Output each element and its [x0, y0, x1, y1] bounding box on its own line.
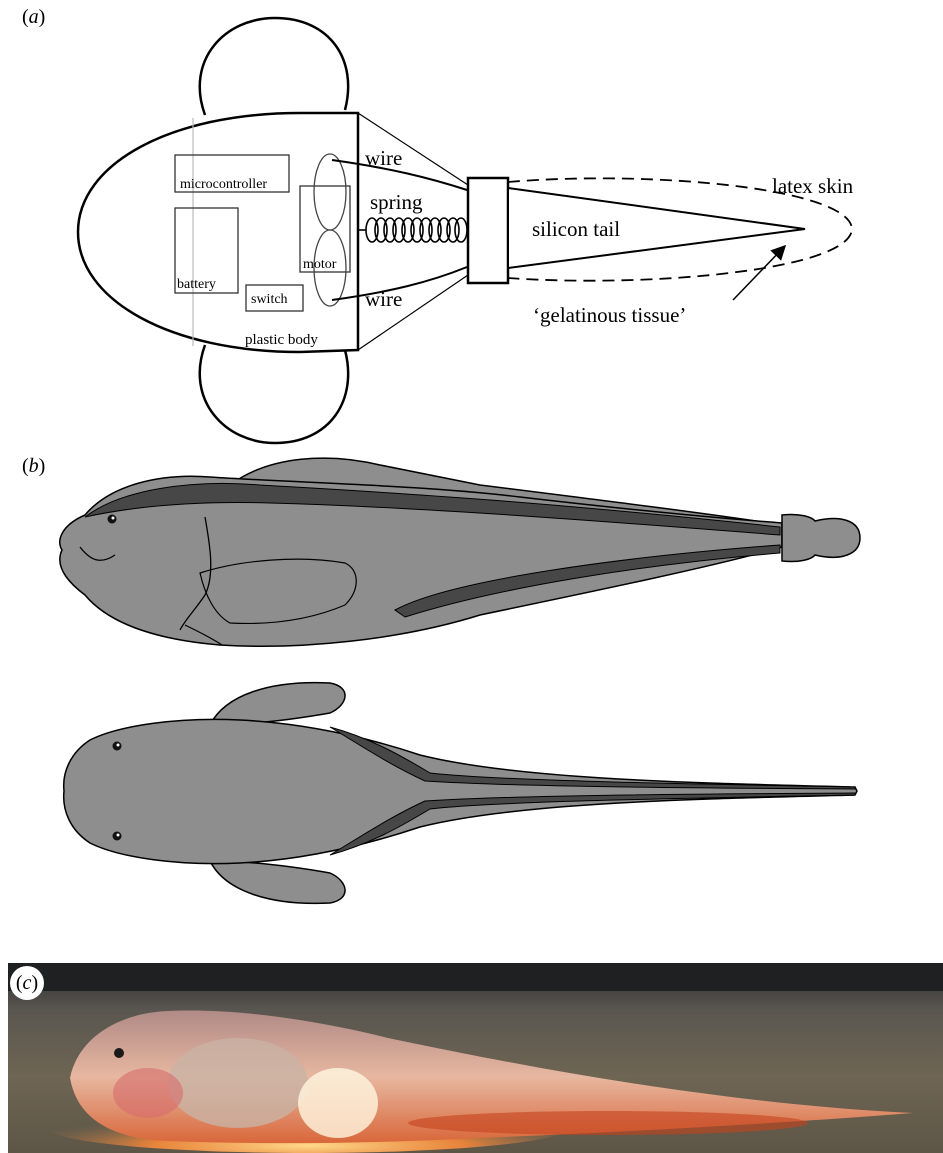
fish-side-view	[60, 458, 860, 646]
tail-block	[468, 178, 508, 283]
motor-label: motor	[303, 257, 337, 272]
plastic-body-label: plastic body	[245, 332, 318, 348]
spring-coil	[358, 218, 467, 242]
silicon-tail-label: silicon tail	[532, 217, 620, 241]
plastic-body-shape	[78, 113, 358, 352]
fish-illustrations	[0, 455, 943, 955]
spring-label: spring	[370, 190, 423, 214]
latex-skin-label: latex skin	[772, 174, 854, 198]
battery-label: battery	[177, 277, 216, 292]
bottom-fin	[200, 345, 348, 443]
robot-photo	[8, 963, 943, 1153]
panel-c-label: (c)	[10, 966, 44, 1000]
fish-top-view	[64, 683, 857, 904]
gelatinous-arrow	[733, 247, 784, 300]
switch-label: switch	[251, 292, 288, 307]
top-fin	[200, 18, 348, 115]
wire-bottom-label: wire	[365, 287, 402, 311]
wire-top-label: wire	[365, 146, 402, 170]
panel-c-letter: c	[23, 972, 32, 995]
robot-schematic: microcontroller battery switch motor pla…	[0, 0, 943, 455]
gelatinous-tissue-label: ‘gelatinous tissue’	[533, 303, 686, 327]
microcontroller-label: microcontroller	[180, 177, 267, 192]
